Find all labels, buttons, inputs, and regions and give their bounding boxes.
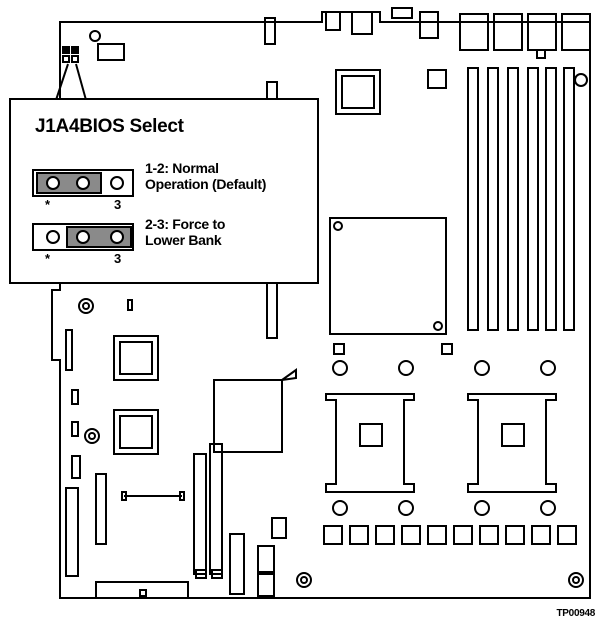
- vrm-row: [323, 525, 577, 545]
- bridge-chip: [213, 379, 283, 453]
- option-force-line1: 2-3: Force to: [145, 216, 226, 232]
- left-chip-1: [113, 335, 159, 381]
- pin3-label: 3: [114, 197, 122, 212]
- callout-pointer: [55, 63, 69, 101]
- dimm-slots: [467, 67, 575, 331]
- top-connector: [325, 11, 341, 31]
- header-block: [97, 43, 125, 61]
- jumper-header-2: [32, 223, 134, 251]
- north-chip: [335, 69, 381, 115]
- mounting-hole: [89, 30, 101, 42]
- pin1-marker: *: [45, 197, 51, 212]
- chipset: [329, 217, 447, 335]
- jumper-callout: J1A4BIOS Select * 3 1-2: Normal Operatio…: [9, 98, 319, 284]
- figure-id: TP00948: [556, 608, 596, 619]
- pin1-marker: *: [45, 251, 51, 266]
- pci-slot: [193, 453, 207, 575]
- option-normal-line2: Operation (Default): [145, 176, 267, 192]
- cpu-socket-1: [325, 393, 415, 493]
- callout-title: J1A4BIOS Select: [35, 116, 184, 137]
- option-force-line2: Lower Bank: [145, 232, 222, 248]
- left-chip-2: [113, 409, 159, 455]
- bottom-connector: [95, 581, 189, 599]
- option-normal-line1: 1-2: Normal: [145, 160, 219, 176]
- pin3-label: 3: [114, 251, 122, 266]
- jumper-graphics: [32, 169, 134, 251]
- jumper-header-1: [32, 169, 134, 197]
- board-outline: [51, 11, 591, 599]
- cpu-socket-2: [467, 393, 557, 493]
